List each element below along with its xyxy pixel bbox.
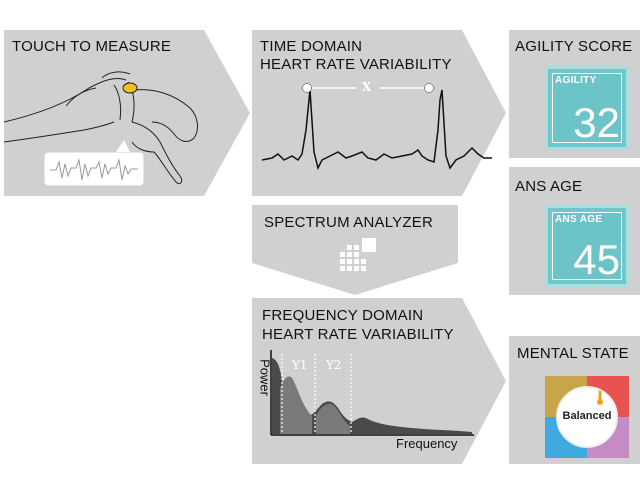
peak-y1-label: Y1 bbox=[292, 358, 308, 372]
mental-state-value: Balanced bbox=[562, 410, 612, 422]
y-axis-label: Power bbox=[257, 359, 273, 396]
mental-state-quadrant-chart bbox=[545, 376, 629, 458]
frequency-domain-title-line2: HEART RATE VARIABILITY bbox=[262, 326, 454, 343]
touch-to-measure-panel: TOUCH TO MEASURE bbox=[4, 30, 250, 196]
mental-state-panel: MENTAL STATE Balanced bbox=[509, 336, 640, 464]
ans-age-value: 45 bbox=[573, 236, 620, 283]
time-domain-panel: TIME DOMAIN HEART RATE VARIABILITY X bbox=[252, 30, 506, 196]
touch-panel-title: TOUCH TO MEASURE bbox=[12, 38, 172, 55]
agility-card-label: AGILITY bbox=[555, 75, 597, 86]
frequency-domain-panel: FREQUENCY DOMAIN HEART RATE VARIABILITY … bbox=[252, 298, 506, 464]
peak-y2-label: Y2 bbox=[326, 358, 342, 372]
agility-score-card: AGILITY 32 bbox=[545, 66, 629, 150]
agility-score-panel: AGILITY SCORE AGILITY 32 bbox=[509, 30, 640, 158]
frequency-domain-title-line1: FREQUENCY DOMAIN bbox=[262, 307, 424, 324]
spectrum-analyzer-panel: SPECTRUM ANALYZER bbox=[252, 205, 458, 295]
time-domain-title-line1: TIME DOMAIN bbox=[260, 38, 363, 55]
time-domain-background bbox=[252, 30, 506, 196]
agility-score-value: 32 bbox=[573, 99, 620, 146]
ans-age-card: ANS AGE 45 bbox=[545, 205, 629, 287]
hand-with-watch-illustration bbox=[4, 71, 198, 187]
time-domain-title-line2: HEART RATE VARIABILITY bbox=[260, 56, 452, 73]
interval-marker-label: X bbox=[362, 80, 372, 94]
ans-age-title: ANS AGE bbox=[515, 178, 583, 195]
ans-age-panel: ANS AGE ANS AGE 45 bbox=[509, 167, 640, 295]
spectrum-analyzer-title: SPECTRUM ANALYZER bbox=[264, 214, 433, 231]
grid-icon bbox=[340, 238, 376, 271]
agility-score-title: AGILITY SCORE bbox=[515, 38, 633, 55]
mental-state-title: MENTAL STATE bbox=[517, 345, 629, 362]
power-spectrum-plot bbox=[270, 350, 474, 436]
x-axis-label: Frequency bbox=[396, 436, 458, 451]
ecg-waveform bbox=[261, 83, 492, 171]
ans-age-card-label: ANS AGE bbox=[555, 214, 603, 225]
